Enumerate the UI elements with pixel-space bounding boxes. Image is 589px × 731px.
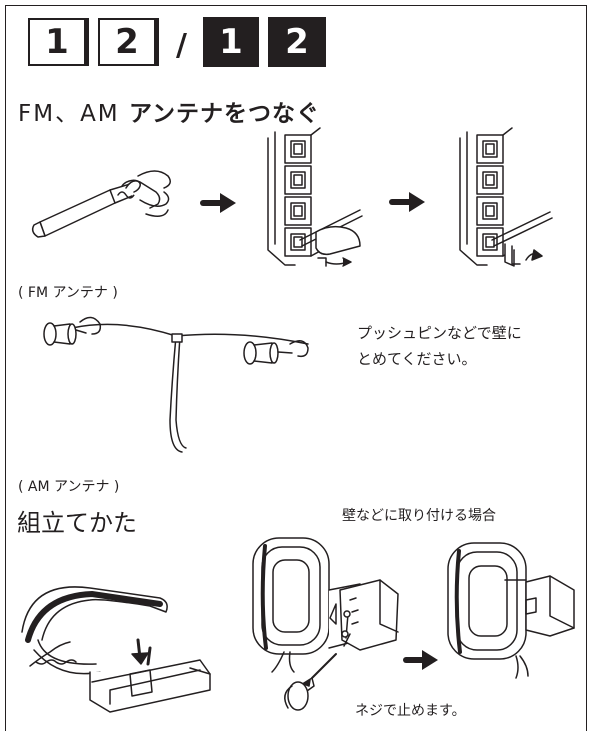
assembly-heading: 組立てかた <box>17 509 137 537</box>
title-prefix: FM、AM <box>18 101 129 127</box>
fm-note: プッシュピンなどで壁に とめてください。 <box>357 320 522 372</box>
fm-note-line-2: とめてください。 <box>357 350 477 368</box>
step-badge-1-outline: 1 <box>28 18 86 66</box>
fm-antenna-label: ( FM アンテナ ) <box>18 285 118 301</box>
wire-twist-illustration <box>31 170 171 238</box>
am-antenna-label: ( AM アンテナ ) <box>18 479 120 495</box>
am-wall-mount-illustration <box>252 537 399 711</box>
fm-note-line-1: プッシュピンなどで壁に <box>357 324 522 342</box>
title-bold: アンテナをつなぐ <box>128 101 321 127</box>
fm-antenna-illustration <box>43 316 309 453</box>
step-badge-1-filled: 1 <box>203 17 259 67</box>
terminal-panel-1 <box>267 127 363 267</box>
step-badge-2-outline: 2 <box>98 18 156 66</box>
wall-mount-caption: 壁などに取り付ける場合 <box>342 508 496 524</box>
screw-caption: ネジで止めます。 <box>355 703 466 719</box>
step-separator: / <box>176 28 187 63</box>
am-mounted-illustration <box>447 542 575 679</box>
am-assembly-illustration <box>21 586 211 713</box>
page-title: FM、AM アンテナをつなぐ <box>18 94 320 128</box>
page-frame <box>5 5 587 731</box>
terminal-panel-2 <box>459 127 553 267</box>
step-badge-2-filled: 2 <box>268 17 326 67</box>
